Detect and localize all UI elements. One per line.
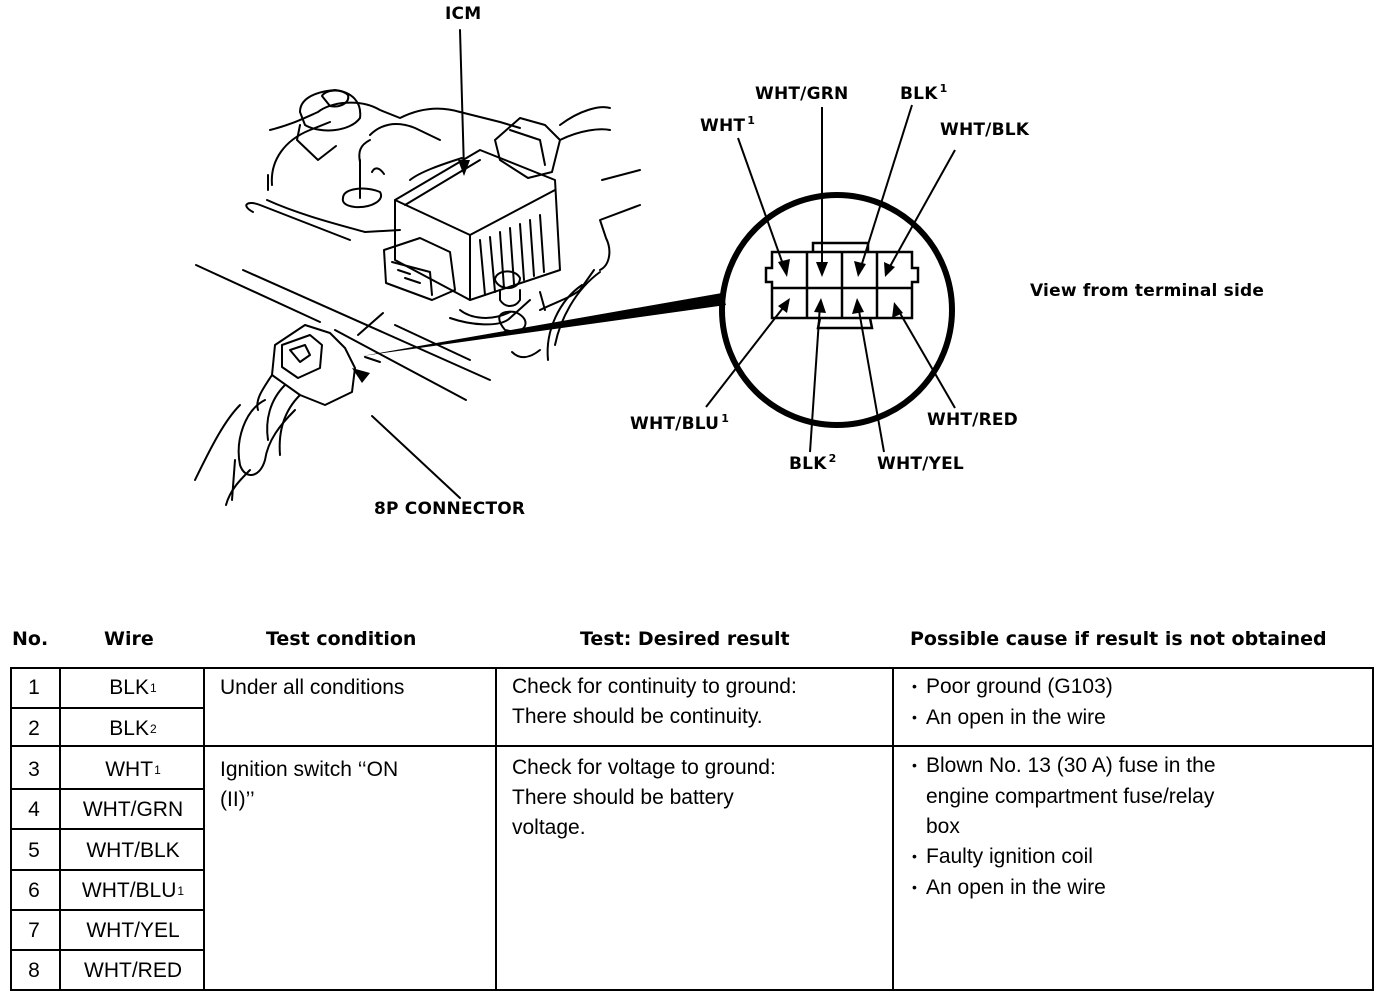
icm-label: ICM bbox=[445, 4, 482, 24]
cause-item-continuation: box bbox=[926, 815, 960, 838]
8p-connector-label: 8P CONNECTOR bbox=[374, 499, 526, 519]
group1-result: Check for continuity to ground: There sh… bbox=[512, 672, 797, 732]
wire-sup: 1 bbox=[177, 884, 185, 898]
result-line: There should be battery bbox=[512, 786, 734, 809]
row-wire: WHT/RED bbox=[62, 956, 204, 986]
wire-name: WHT bbox=[105, 758, 154, 781]
cause-item: An open in the wire bbox=[912, 703, 1113, 734]
pin-leader-lines bbox=[705, 104, 956, 453]
header-no: No. bbox=[12, 628, 49, 650]
row-no: 3 bbox=[28, 758, 40, 781]
pin-label-wht-yel: WHT/YEL bbox=[877, 454, 964, 474]
condition-line: (II)’’ bbox=[220, 788, 255, 811]
pin-sup: 2 bbox=[828, 452, 837, 465]
condition-line: Under all conditions bbox=[220, 676, 405, 699]
pin-wire: WHT/BLK bbox=[940, 120, 1030, 140]
wire-name: BLK bbox=[109, 676, 149, 699]
magnify-circle bbox=[719, 192, 955, 428]
row-wire: WHT/BLK bbox=[62, 836, 204, 866]
row-no: 8 bbox=[28, 959, 40, 982]
wire-name: WHT/GRN bbox=[82, 798, 184, 821]
row-wire: BLK1 bbox=[62, 673, 204, 703]
header-wire: Wire bbox=[104, 628, 154, 650]
view-from-terminal-side-label: View from terminal side bbox=[1030, 281, 1265, 301]
cause-item: Blown No. 13 (30 A) fuse in the bbox=[912, 751, 1216, 782]
pin-label-wht-red: WHT/RED bbox=[927, 410, 1018, 430]
cause-item: Poor ground (G103) bbox=[912, 672, 1113, 703]
row-no: 2 bbox=[28, 717, 40, 740]
pin-wire: WHT/BLU bbox=[630, 414, 720, 434]
group1-causes: Poor ground (G103) An open in the wire bbox=[912, 672, 1113, 734]
result-line: Check for voltage to ground: bbox=[512, 756, 776, 779]
header-desired-result: Test: Desired result bbox=[580, 628, 790, 650]
connector-arrowhead bbox=[352, 368, 370, 383]
wire-sup: 1 bbox=[154, 763, 161, 777]
cause-item-continuation: engine compartment fuse/relay bbox=[926, 785, 1215, 808]
wire-name: BLK bbox=[109, 717, 149, 740]
row-no: 7 bbox=[28, 919, 40, 942]
row-no: 4 bbox=[28, 798, 40, 821]
row-wire: WHT/BLU1 bbox=[62, 876, 204, 906]
group2-result: Check for voltage to ground: There shoul… bbox=[512, 753, 776, 843]
pin-wire: WHT/YEL bbox=[877, 454, 964, 474]
row-wire: BLK2 bbox=[62, 714, 204, 744]
group2-condition: Ignition switch ‘‘ON (II)’’ bbox=[220, 755, 398, 815]
engine-cover-drawing bbox=[195, 89, 641, 401]
row-no: 1 bbox=[28, 676, 40, 699]
icm-arrowhead bbox=[458, 160, 470, 176]
pin-wire: BLK bbox=[900, 84, 938, 104]
row-wire: WHT1 bbox=[62, 755, 204, 785]
harness-connector-drawing bbox=[194, 324, 381, 506]
table-grid bbox=[10, 667, 1374, 991]
header-test-condition: Test condition bbox=[266, 628, 417, 650]
result-line: There should be continuity. bbox=[512, 705, 763, 728]
pin-label-wht-grn: WHT/GRN bbox=[755, 84, 848, 104]
group2-causes: Blown No. 13 (30 A) fuse in the engine c… bbox=[912, 751, 1216, 904]
icm-pointer-line bbox=[459, 29, 465, 171]
wire-name: WHT/YEL bbox=[86, 919, 180, 942]
wire-sup: 1 bbox=[150, 681, 157, 695]
pin-wire: WHT/RED bbox=[927, 410, 1018, 430]
header-possible-cause: Possible cause if result is not obtained bbox=[910, 628, 1327, 650]
pin-sup: 1 bbox=[747, 114, 756, 127]
icm-module-drawing bbox=[383, 106, 611, 307]
row-no: 5 bbox=[28, 839, 40, 862]
cause-item: An open in the wire bbox=[912, 873, 1216, 904]
result-line: Check for continuity to ground: bbox=[512, 675, 797, 698]
pin-sup: 1 bbox=[939, 82, 948, 95]
cause-item: Faulty ignition coil bbox=[912, 842, 1216, 873]
row-no: 6 bbox=[28, 879, 40, 902]
row-wire: WHT/GRN bbox=[62, 795, 204, 825]
wire-name: WHT/RED bbox=[84, 959, 182, 982]
pin-wire: WHT/GRN bbox=[755, 84, 849, 104]
pin-sup: 1 bbox=[721, 412, 730, 425]
pin-arrowheads bbox=[778, 259, 903, 318]
magnify-wedge bbox=[362, 293, 726, 356]
wire-name: WHT/BLK bbox=[86, 839, 180, 862]
pin-wire: BLK bbox=[789, 454, 827, 474]
result-line: voltage. bbox=[512, 816, 586, 839]
pin-wire: WHT bbox=[700, 116, 746, 136]
group1-condition: Under all conditions bbox=[220, 673, 404, 703]
row-wire: WHT/YEL bbox=[62, 916, 204, 946]
pin-label-wht-blk: WHT/BLK bbox=[940, 120, 1029, 140]
condition-line: Ignition switch ‘‘ON bbox=[220, 758, 399, 781]
connector-pointer-line bbox=[371, 415, 461, 499]
wire-name: WHT/BLU bbox=[81, 879, 177, 902]
wire-sup: 2 bbox=[150, 722, 157, 736]
